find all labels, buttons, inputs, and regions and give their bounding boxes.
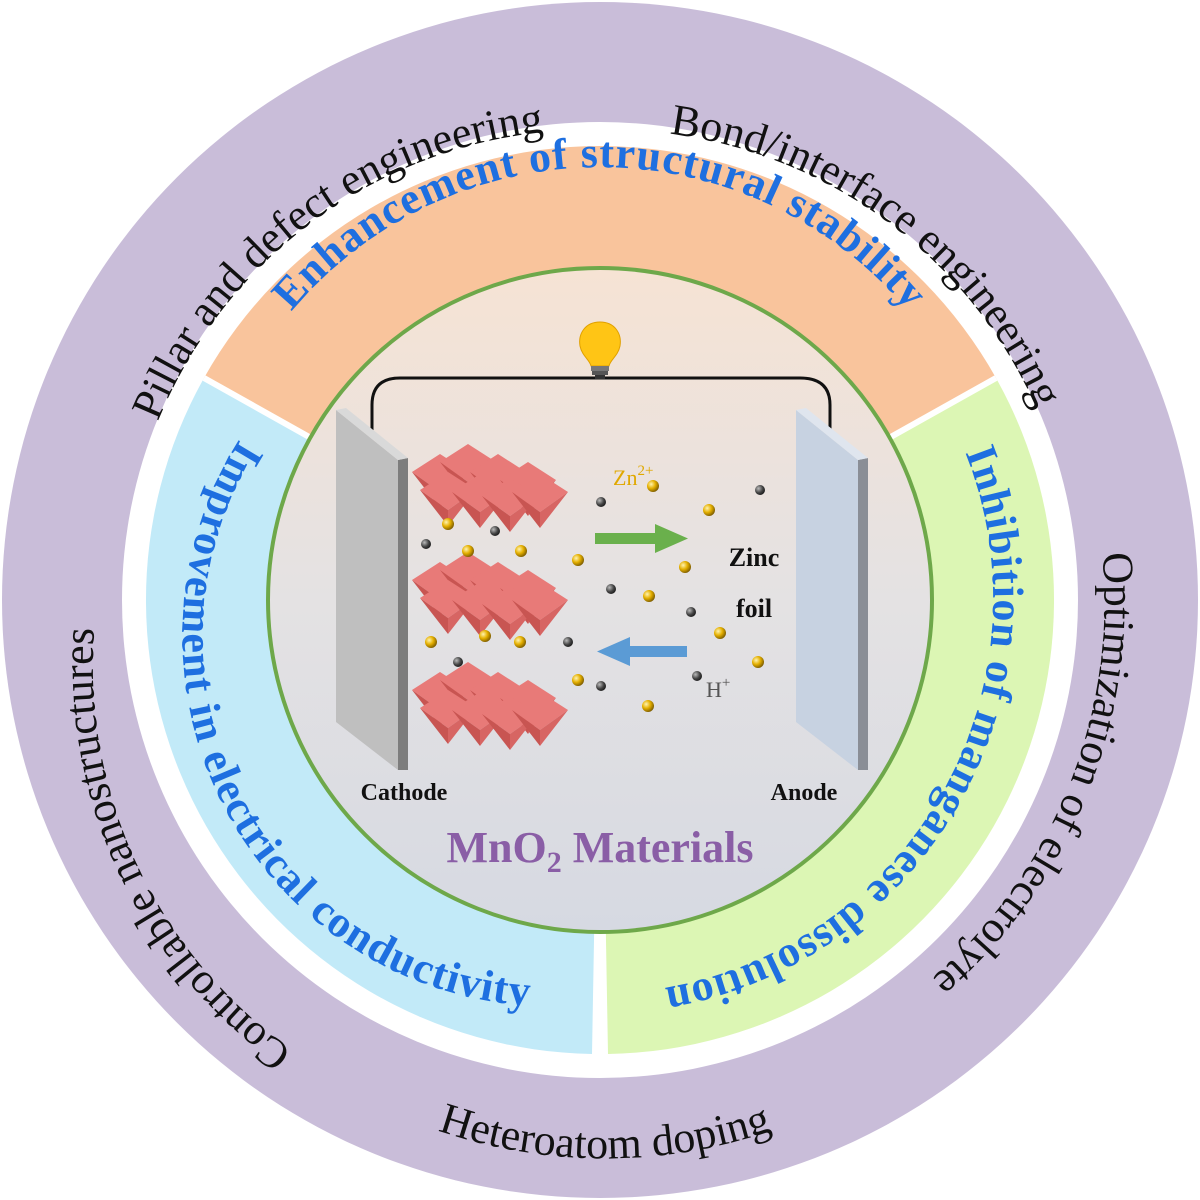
zinc-label: Zinc (729, 543, 780, 572)
foil-label: foil (736, 594, 772, 623)
inner-circle (266, 266, 934, 934)
h-ions (421, 485, 765, 691)
cathode-label: Cathode (361, 780, 448, 806)
zn-ion-label: Zn2+ (613, 463, 653, 490)
zn-ions (425, 480, 764, 712)
anode-label: Anode (771, 780, 838, 806)
right-arrow-icon (595, 524, 688, 553)
left-arrow-icon (597, 637, 687, 666)
cathode-plate (336, 408, 408, 770)
light-bulb-icon (579, 321, 621, 379)
anode-plate (796, 408, 868, 770)
h-ion-label: H+ (706, 675, 730, 702)
mno2-title: MnO2 Materials (446, 823, 753, 879)
